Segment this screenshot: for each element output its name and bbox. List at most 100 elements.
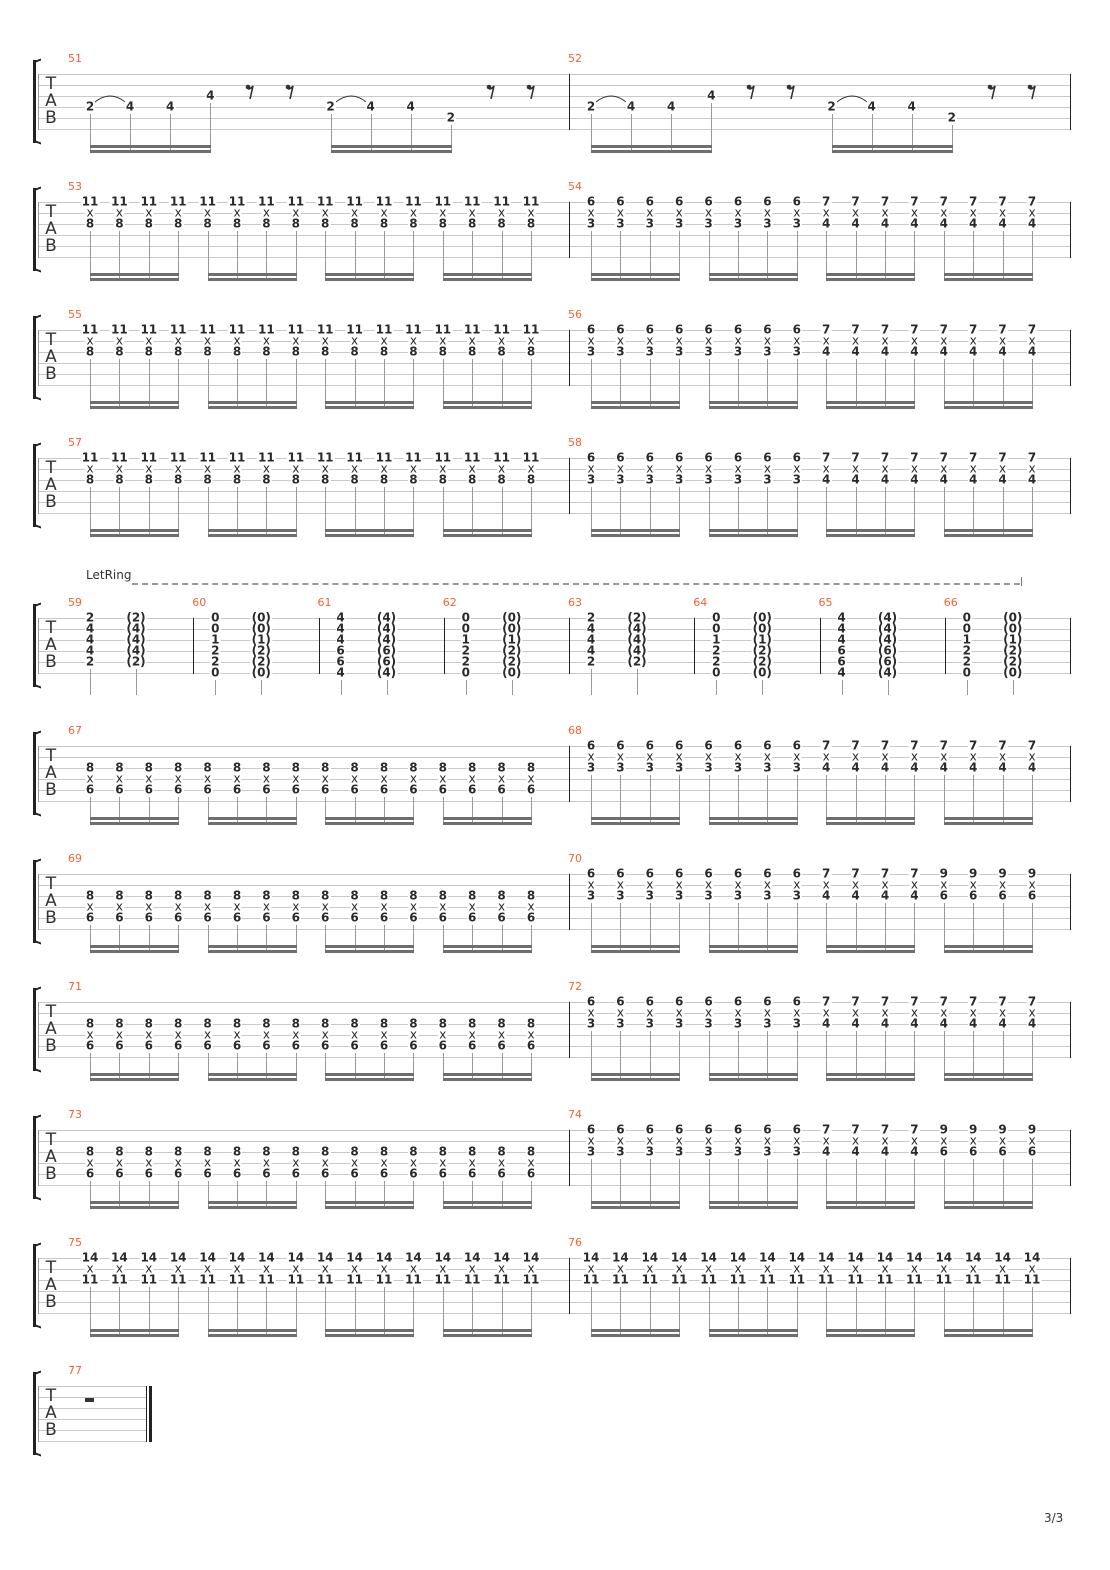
dead-note: x <box>85 899 95 914</box>
fret-number: 6 <box>496 1038 507 1053</box>
fret-number: 7 <box>968 450 979 465</box>
fret-number: 7 <box>821 1122 832 1137</box>
fret-number: (0) <box>751 610 773 625</box>
dead-note: x <box>704 1133 714 1148</box>
beam-secondary <box>708 822 798 825</box>
dead-note: x <box>526 205 536 220</box>
eighth-rest-icon <box>526 84 535 100</box>
fret-number: 11 <box>110 1272 129 1287</box>
staff-line <box>38 1141 1070 1142</box>
fret-number: 8 <box>437 1144 448 1159</box>
fret-number: 0 <box>711 665 722 680</box>
fret-number: 3 <box>703 760 714 775</box>
beam-primary <box>826 273 916 276</box>
fret-number: 4 <box>938 1016 949 1031</box>
fret-number: 2 <box>585 654 597 669</box>
fret-number: 4 <box>625 99 637 114</box>
fret-number: 8 <box>320 1016 331 1031</box>
note-stem <box>130 114 132 152</box>
beam-secondary <box>207 406 297 409</box>
fret-number: (4) <box>375 610 398 625</box>
fret-number: 14 <box>198 1250 217 1265</box>
fret-number: 3 <box>732 472 744 487</box>
dead-note: x <box>379 899 389 914</box>
fret-number: 8 <box>467 216 478 231</box>
fret-number: 14 <box>286 1250 306 1265</box>
barline <box>819 618 821 674</box>
dead-note: x <box>762 333 772 348</box>
fret-number: 8 <box>525 216 537 231</box>
note-stem <box>973 487 975 536</box>
dead-note: x <box>645 461 655 476</box>
fret-number: 11 <box>640 1272 660 1287</box>
fret-number: (2) <box>501 643 523 658</box>
fret-number: 11 <box>669 1272 689 1287</box>
note-stem <box>855 1159 857 1208</box>
dead-note: x <box>467 771 477 786</box>
dead-note: x <box>733 877 743 892</box>
fret-number: 2 <box>585 99 597 114</box>
system-bracket <box>33 860 39 943</box>
staff-line <box>38 1291 1070 1292</box>
note-stem <box>1032 775 1033 824</box>
tab-clef-letter: A <box>45 475 57 495</box>
fret-number: 6 <box>674 866 685 881</box>
note-stem <box>90 1053 91 1080</box>
dead-note: x <box>821 1261 831 1276</box>
fret-number: 6 <box>349 782 360 797</box>
dead-note: x <box>350 333 360 348</box>
note-stem <box>855 1287 857 1336</box>
beam-secondary <box>591 150 713 153</box>
fret-number: 7 <box>909 194 920 209</box>
dead-note: x <box>350 1027 360 1042</box>
dead-note: x <box>704 1005 714 1020</box>
note-stem <box>178 487 180 536</box>
fret-number: 3 <box>585 344 597 359</box>
dead-note: x <box>733 1005 743 1020</box>
fret-number: 8 <box>525 888 537 903</box>
fret-number: 7 <box>821 994 832 1009</box>
beam-primary <box>90 945 180 948</box>
fret-number: 8 <box>525 472 537 487</box>
measure-number: 52 <box>568 52 582 65</box>
fret-number: 6 <box>437 910 448 925</box>
staff-line <box>38 85 1070 86</box>
fret-number: 6 <box>173 782 184 797</box>
fret-number: 7 <box>938 994 949 1009</box>
dead-note: x <box>968 749 978 764</box>
fret-number: (0) <box>501 665 523 680</box>
fret-number: 11 <box>433 322 453 337</box>
fret-number: 2 <box>826 99 837 114</box>
barline <box>569 458 570 514</box>
dead-note: x <box>998 1005 1008 1020</box>
note-stem <box>1032 359 1033 408</box>
fret-number: 6 <box>732 1122 744 1137</box>
fret-number: 0 <box>961 610 972 625</box>
staff-line <box>38 673 1070 674</box>
fret-number: 3 <box>791 888 802 903</box>
note-stem <box>591 114 592 152</box>
beam-primary <box>943 273 1033 276</box>
note-stem <box>591 1031 592 1080</box>
barline <box>569 1258 570 1314</box>
fret-number: 11 <box>80 194 100 209</box>
fret-number: 8 <box>496 1144 507 1159</box>
fret-number: 6 <box>644 994 655 1009</box>
dead-note: x <box>586 1261 596 1276</box>
fret-number: 6 <box>437 782 448 797</box>
let-ring-end-tick <box>1021 577 1022 586</box>
note-stem <box>973 1287 975 1336</box>
measure-number: 65 <box>818 596 833 609</box>
note-stem <box>472 231 474 280</box>
note-stem <box>708 1287 710 1336</box>
fret-number: 4 <box>938 216 949 231</box>
dead-note: x <box>350 771 360 786</box>
note-stem <box>472 359 474 408</box>
fret-number: 4 <box>850 760 861 775</box>
beam-secondary <box>90 150 212 153</box>
staff-line <box>38 213 1070 214</box>
note-stem <box>410 114 412 152</box>
fret-number: 6 <box>703 194 714 209</box>
fret-number: 6 <box>644 322 655 337</box>
fret-number: 8 <box>143 472 154 487</box>
